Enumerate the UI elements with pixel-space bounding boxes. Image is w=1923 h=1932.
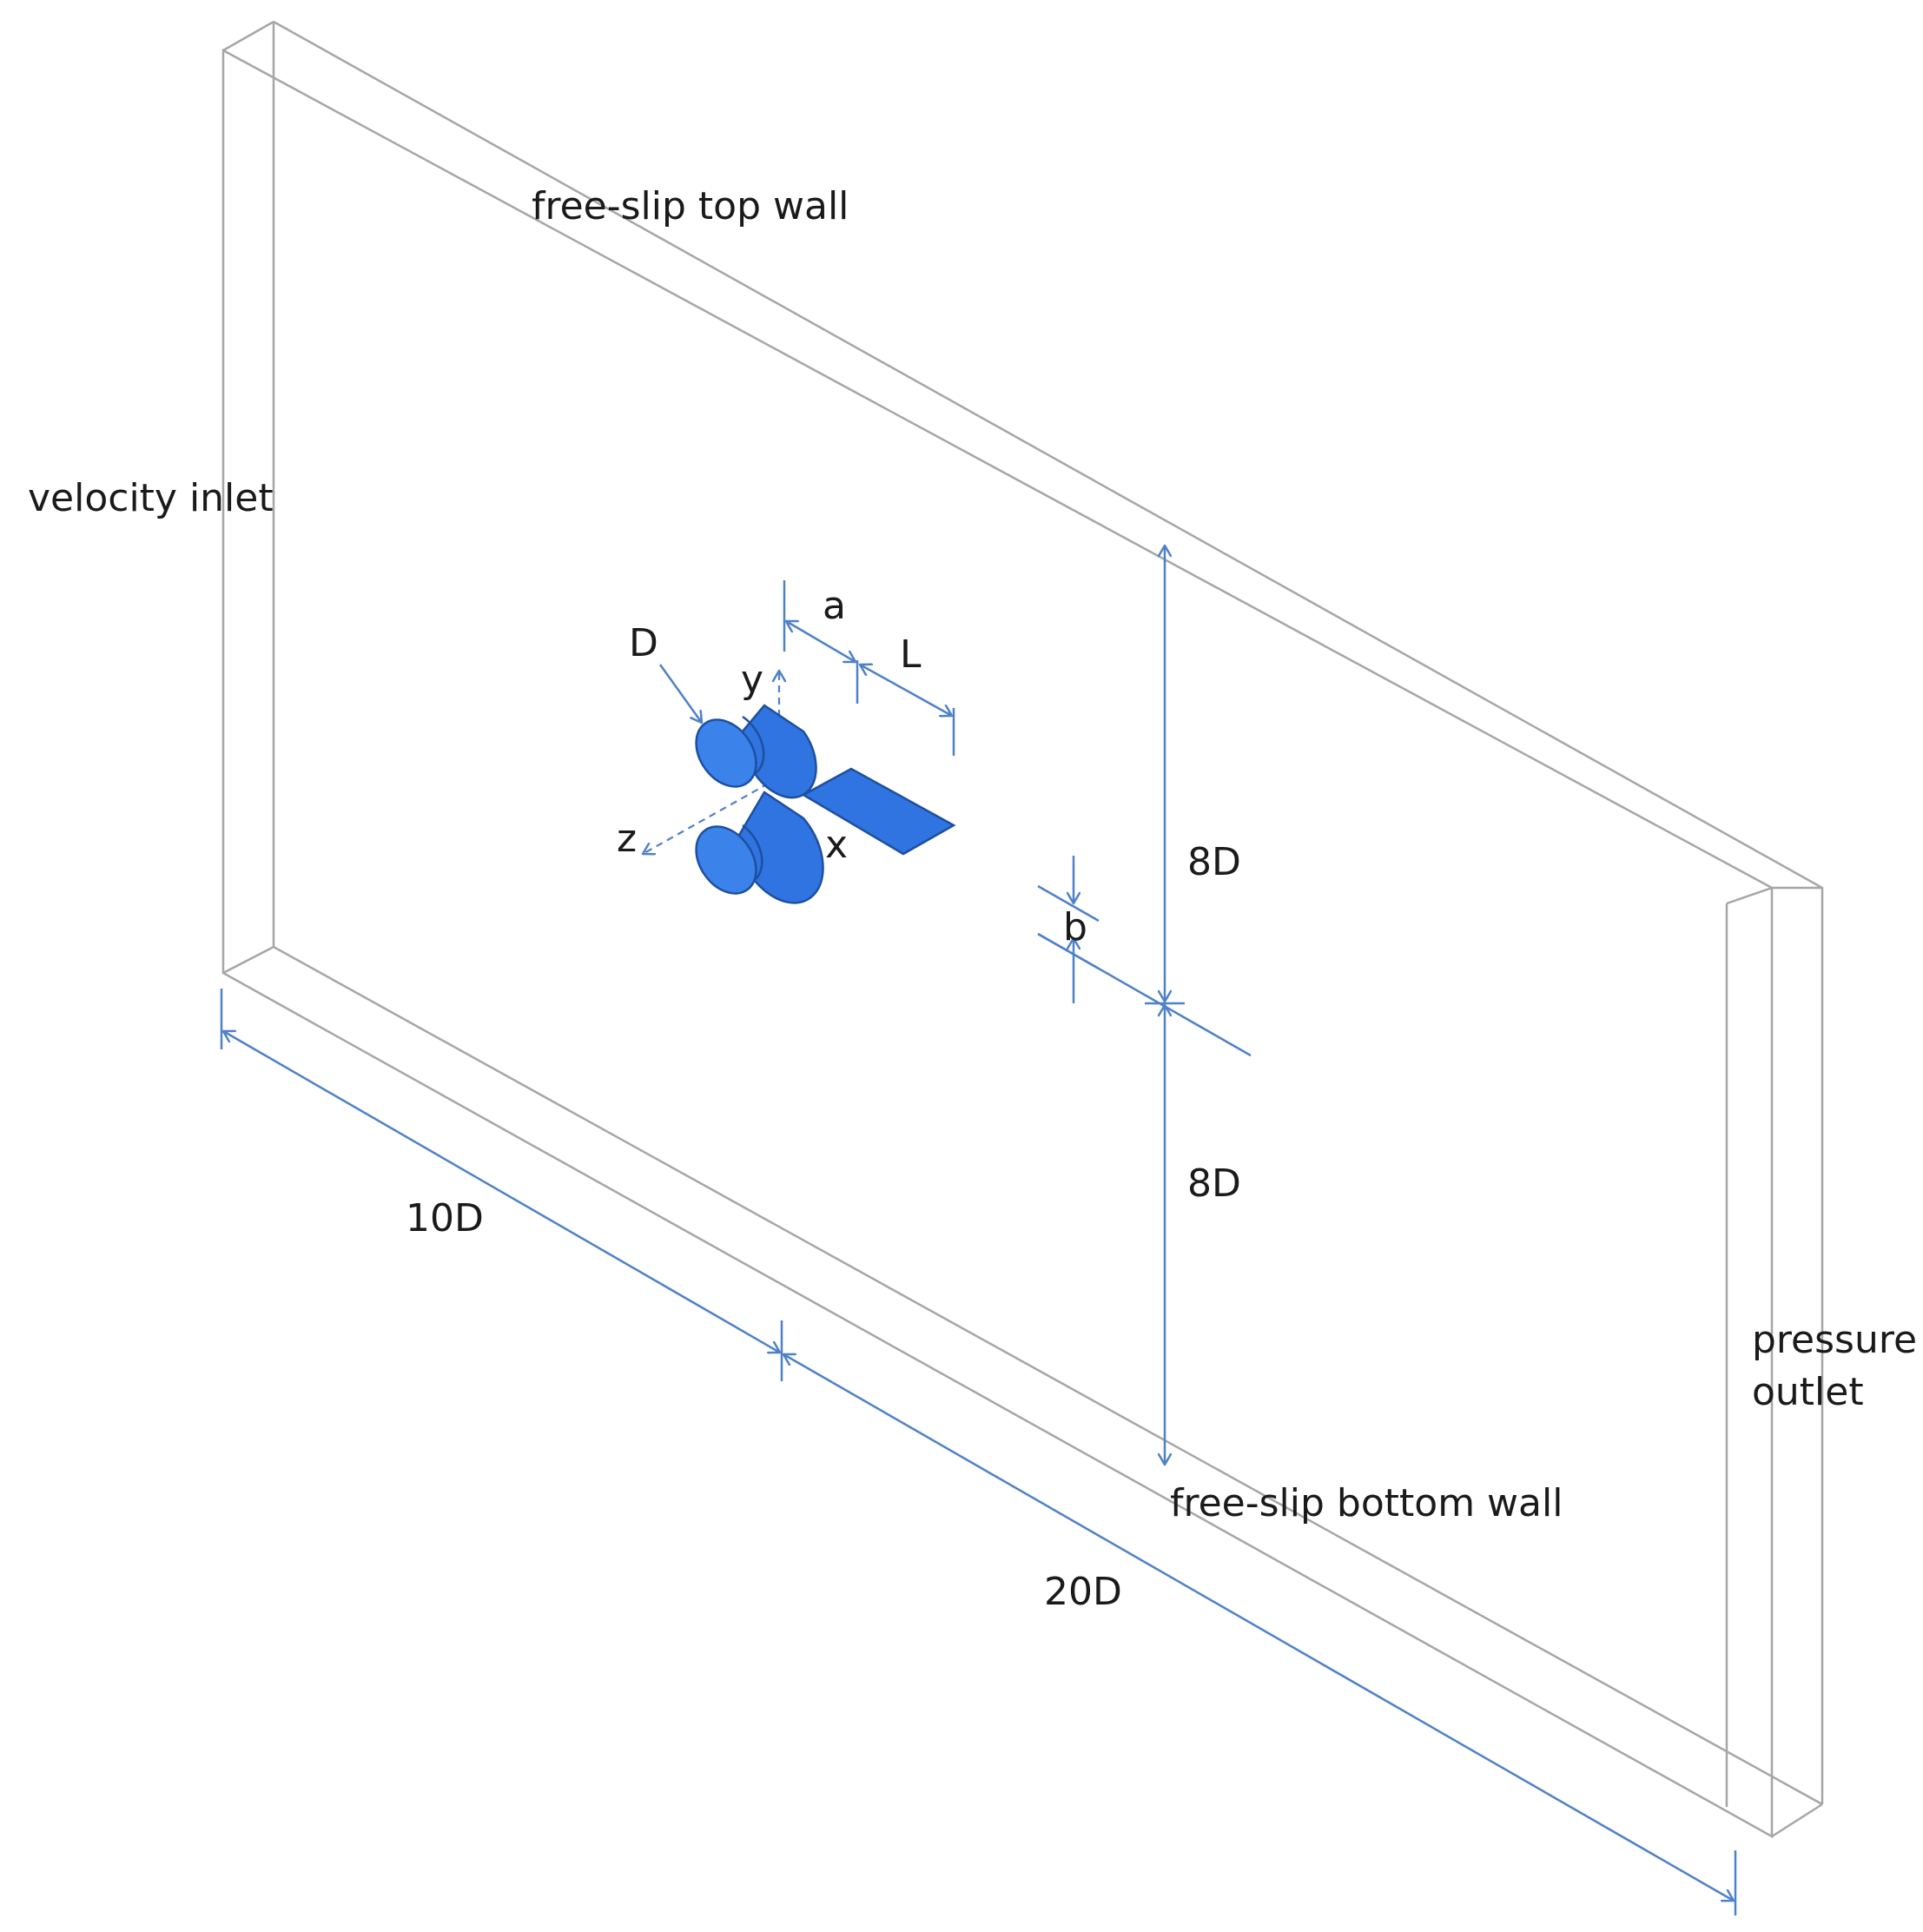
length-upstream-label: 10D [406,1196,484,1241]
domain-edge-bottom-right [1771,1803,1823,1838]
outlet-label-line2: outlet [1752,1370,1864,1414]
domain-edge-bottom-left [222,945,274,975]
length-total-label: 20D [1044,1570,1122,1614]
dim-20D-line [783,1354,1734,1901]
domain-back-left-edge [272,22,1823,1806]
dim-b-ext-upper [1037,884,1100,923]
dim-D-arrow [658,664,702,723]
axis-y-label: y [741,658,763,702]
dim-b-ext-lower [1037,932,1100,970]
domain-back-edges [273,20,1824,1804]
domain-box [221,20,1824,1839]
lower-cylinder-seam [742,824,763,880]
height-dimensions [1037,546,1252,1465]
domain-edge-top-left [222,20,274,52]
top-wall-label: free-slip top wall [532,184,849,228]
offset-b-label: b [1063,905,1087,949]
domain-front-face [221,48,1774,1839]
labels: free-slip top wall free-slip bottom wall… [28,184,1917,1614]
length-dimensions [220,989,1737,1915]
offset-b-dimension [1037,856,1100,1003]
splitter-plate [801,767,956,856]
height-upper-label: 8D [1187,840,1241,884]
dim-a-line [786,621,856,662]
upper-cylinder-seam [742,715,765,774]
lower-cylinder-front-cap [695,825,757,895]
height-lower-label: 8D [1187,1161,1241,1206]
lower-cylinder [695,791,824,904]
upper-cylinder-front-cap [695,718,757,788]
domain-edge-inner [1726,886,1773,905]
dim-10D-line [223,1031,780,1353]
bottom-wall-label: free-slip bottom wall [1170,1481,1563,1525]
axis-z-line [643,777,780,854]
inlet-label: velocity inlet [28,476,274,520]
diameter-label: D [629,621,658,665]
gap-a-label: a [823,584,846,628]
dim-L-line [860,665,952,716]
gap-and-length-dimensions [783,580,955,756]
axis-x-label: x [825,823,848,867]
upper-cylinder [695,704,817,799]
plate-length-label: L [900,632,922,677]
outlet-label-line1: pressure [1752,1318,1917,1362]
axis-z-label: z [617,817,637,861]
